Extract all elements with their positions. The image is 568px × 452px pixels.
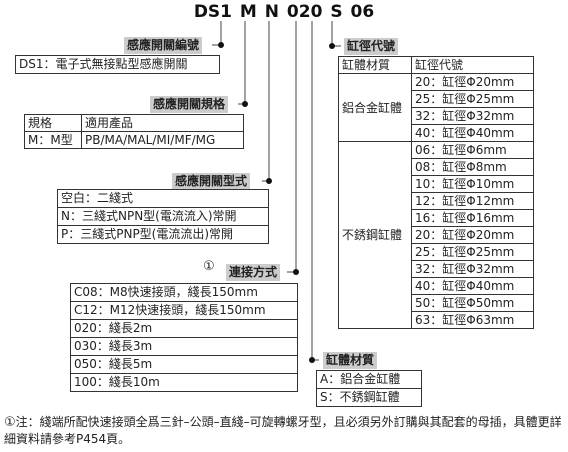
code-part-06: 06: [350, 2, 375, 22]
bore-material-stainless: 不銹鋼缸體: [338, 141, 412, 329]
table-row: 不銹鋼缸體 06：缸徑Φ6mm: [338, 141, 534, 329]
sensor-spec-table: 規格 適用產品 M：M型 PB/MA/MAL/MI/MF/MG: [24, 114, 244, 149]
footnote-text: 綫端所配快速接頭全爲三針–公頭–直綫–可旋轉螺牙型，且必須另外訂購與其配套的母插…: [4, 415, 562, 446]
code-part-n: N: [264, 2, 279, 22]
list-item: C08：M8快速接頭，綫長150mm: [71, 284, 297, 302]
footnote: ①注：綫端所配快速接頭全爲三針–公頭–直綫–可旋轉螺牙型，且必須另外訂購與其配套…: [4, 414, 564, 447]
bore-header: 缸徑代號: [344, 38, 399, 55]
bore-item: 40：缸徑Φ40mm: [411, 277, 534, 295]
table-row: 10：缸徑Φ10mm: [339, 175, 534, 193]
body-material-header: 缸體材質: [323, 352, 378, 369]
list-item: C12：M12快速接頭，綫長150mm: [71, 302, 297, 320]
sensor-code-box: DS1：電子式無接點型感應開關: [15, 55, 220, 74]
code-part-020: 020: [286, 2, 323, 22]
body-material-box: A：鋁合金缸體 S：不銹鋼缸體: [316, 370, 422, 407]
table-row: 63：缸徑Φ63mm: [339, 311, 534, 329]
bore-item: 25：缸徑Φ25mm: [411, 243, 534, 261]
bore-col-material: 缸體材質: [338, 56, 412, 74]
table-row: 缸體材質 缸徑代號: [338, 56, 534, 74]
bore-item: 32：缸徑Φ32mm: [411, 260, 534, 278]
model-code: DS1 M N 020 S 06: [0, 2, 568, 22]
table-row: 規格 適用產品: [24, 114, 244, 132]
list-item: 空白：二綫式: [58, 190, 268, 208]
list-item: 100：綫長10m: [74, 375, 160, 389]
bore-item: 20：缸徑Φ20mm: [411, 73, 534, 91]
bore-item: 10：缸徑Φ10mm: [411, 175, 534, 193]
code-part-s: S: [330, 2, 343, 22]
list-item: 030：綫長3m: [71, 338, 297, 356]
list-item: P：三綫式PNP型(電流流出)常開: [61, 227, 234, 241]
connection-note-marker: ①: [203, 259, 215, 274]
table-row: 鋁合金缸體 20：缸徑Φ20mm: [338, 73, 534, 142]
code-part-m: M: [239, 2, 257, 22]
table-row: 12：缸徑Φ12mm: [339, 192, 534, 210]
bore-material-aluminum: 鋁合金缸體: [338, 73, 412, 142]
table-row: M：M型 PB/MA/MAL/MI/MF/MG: [24, 131, 244, 149]
sensor-spec-col-spec: 規格: [24, 114, 82, 132]
connection-header: 連接方式: [226, 264, 281, 281]
bore-item: 40：缸徑Φ40mm: [411, 124, 534, 142]
list-item: S：不銹鋼缸體: [320, 390, 400, 404]
sensor-code-header: 感應開關編號: [124, 37, 203, 54]
bore-item: 25：缸徑Φ25mm: [411, 90, 534, 108]
bore-item: 50：缸徑Φ50mm: [411, 294, 534, 312]
sensor-spec-cell: PB/MA/MAL/MI/MF/MG: [81, 131, 244, 149]
footnote-marker: ①: [4, 415, 16, 430]
sensor-spec-col-product: 適用產品: [81, 114, 244, 132]
bore-item: 16：缸徑Φ16mm: [411, 209, 534, 227]
bore-item: 06：缸徑Φ6mm: [411, 141, 534, 159]
bore-item: 63：缸徑Φ63mm: [411, 311, 534, 329]
list-item: N：三綫式NPN型(電流流入)常開: [58, 208, 268, 226]
sensor-type-header: 感應開關型式: [172, 173, 251, 190]
table-row: 25：缸徑Φ25mm: [339, 243, 534, 261]
table-row: 40：缸徑Φ40mm: [339, 277, 534, 295]
sensor-spec-header: 感應開關規格: [150, 96, 229, 113]
sensor-spec-cell: M：M型: [24, 131, 82, 149]
footnote-label: 注：: [15, 415, 40, 429]
bore-item: 08：缸徑Φ8mm: [411, 158, 534, 176]
bore-item: 12：缸徑Φ12mm: [411, 192, 534, 210]
bore-item: 20：缸徑Φ20mm: [411, 226, 534, 244]
bore-item: 32：缸徑Φ32mm: [411, 107, 534, 125]
table-row: 25：缸徑Φ25mm: [339, 90, 534, 108]
sensor-type-box: 空白：二綫式 N：三綫式NPN型(電流流入)常開 P：三綫式PNP型(電流流出)…: [57, 189, 269, 244]
bore-col-code: 缸徑代號: [411, 56, 534, 74]
bore-table: 缸體材質 缸徑代號 鋁合金缸體 20：缸徑Φ20mm 25：缸徑Φ25mm 32…: [338, 56, 534, 329]
table-row: 08：缸徑Φ8mm: [339, 158, 534, 176]
connection-box: C08：M8快速接頭，綫長150mm C12：M12快速接頭，綫長150mm 0…: [70, 283, 298, 392]
list-item: 050：綫長5m: [71, 356, 297, 374]
list-item: 020：綫長2m: [71, 320, 297, 338]
list-item: A：鋁合金缸體: [317, 371, 421, 389]
code-part-ds1: DS1: [193, 2, 232, 22]
sensor-code-row: DS1：電子式無接點型感應開關: [19, 57, 188, 71]
